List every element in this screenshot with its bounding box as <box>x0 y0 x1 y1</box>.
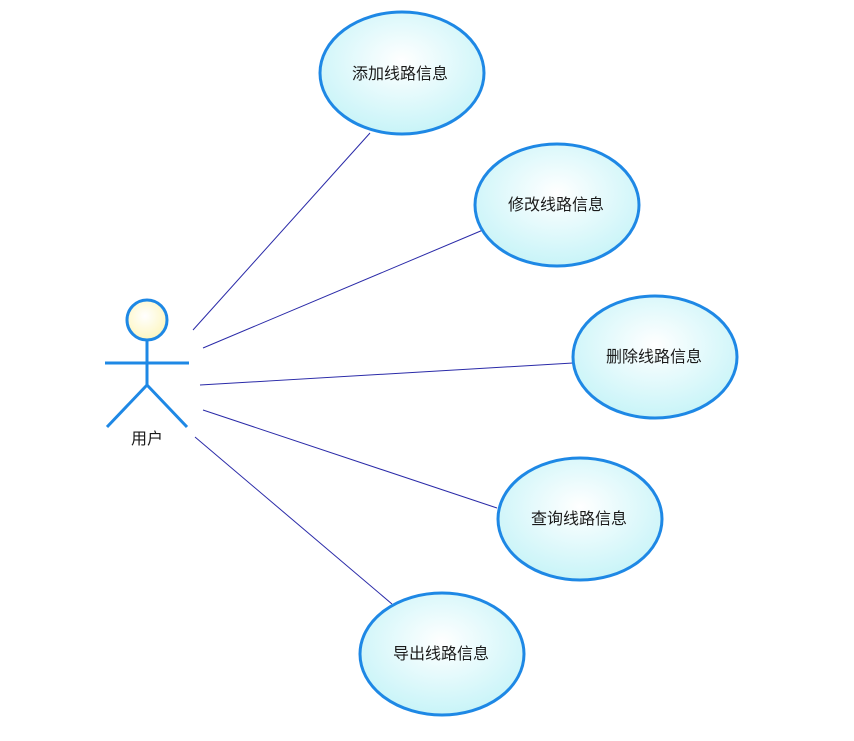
use-case-edit-label: 修改线路信息 <box>508 195 604 214</box>
actor-label: 用户 <box>131 429 163 448</box>
association-delete[interactable] <box>199 362 574 386</box>
association-edit[interactable] <box>202 229 484 349</box>
use-case-add[interactable]: 添加线路信息 <box>318 10 486 136</box>
use-case-delete-ellipse <box>571 294 739 420</box>
actor-left-leg <box>105 383 149 429</box>
use-case-delete-label: 删除线路信息 <box>606 347 702 366</box>
association-export[interactable] <box>194 436 393 605</box>
use-case-query[interactable]: 查询线路信息 <box>496 456 664 582</box>
use-case-edit-ellipse <box>473 142 641 268</box>
use-case-add-ellipse <box>318 10 486 136</box>
actor-head <box>125 298 169 342</box>
association-query[interactable] <box>202 409 498 509</box>
use-case-query-label: 查询线路信息 <box>531 509 627 528</box>
use-case-delete[interactable]: 删除线路信息 <box>571 294 739 420</box>
actor-right-leg <box>145 383 189 429</box>
associations <box>192 132 574 605</box>
association-add[interactable] <box>192 132 371 331</box>
use-case-export[interactable]: 导出线路信息 <box>358 591 526 717</box>
use-case-export-label: 导出线路信息 <box>393 644 489 663</box>
actor-user[interactable]: 用户 <box>105 298 189 448</box>
use-case-query-ellipse <box>496 456 664 582</box>
use-case-export-ellipse <box>358 591 526 717</box>
use-case-edit[interactable]: 修改线路信息 <box>473 142 641 268</box>
use-case-add-label: 添加线路信息 <box>352 64 448 83</box>
